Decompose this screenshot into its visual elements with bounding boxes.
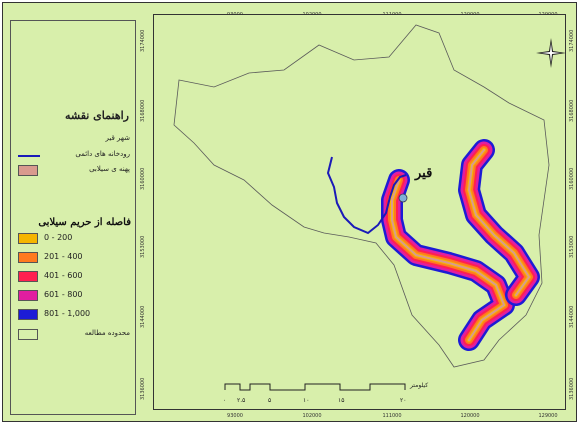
buffer-west: [381, 169, 515, 351]
map-canvas[interactable]: [153, 14, 566, 410]
legend-distance-header: فاصله از حریم سیلابی: [38, 217, 131, 228]
legend-item-river: رودخانه های دائمی: [16, 149, 134, 163]
legend-title: راهنمای نقشه: [65, 109, 129, 122]
legend-item-flood-zone: پهنه ی سیلابی: [16, 164, 134, 178]
legend-item-study-area: محدوده مطالعه: [16, 328, 134, 342]
y-tick-right: 3174000: [569, 29, 575, 52]
map-svg: [173, 24, 550, 368]
x-tick-bottom: 102000: [302, 413, 322, 419]
class-swatch: [18, 252, 38, 263]
y-tick-left: 3153000: [140, 235, 146, 258]
class-swatch: [18, 271, 38, 282]
map-legend: راهنمای نقشه شهر قیر رودخانه های دائمی پ…: [10, 20, 136, 415]
scale-bar-graphic: [224, 383, 406, 391]
y-tick-right: 3144000: [569, 305, 575, 328]
class-swatch: [18, 290, 38, 301]
city-label: قیر: [415, 166, 433, 181]
y-tick-right: 3160000: [569, 167, 575, 190]
y-tick-left: 3168000: [140, 99, 146, 122]
y-tick-left: 3174000: [140, 29, 146, 52]
y-tick-left: 3144000: [140, 305, 146, 328]
legend-class-4: 601 - 800: [16, 289, 134, 303]
scale-unit-label: کیلومتر: [410, 382, 429, 389]
y-tick-left: 3160000: [140, 167, 146, 190]
x-tick-bottom: 111000: [382, 413, 402, 419]
river: [326, 156, 407, 235]
scale-label: ۲۰: [400, 397, 407, 404]
legend-class-5: 801 - 1,000: [16, 308, 134, 322]
y-tick-right: 3153000: [569, 235, 575, 258]
buffer-east: [458, 139, 540, 306]
flood-swatch: [18, 165, 38, 176]
legend-class-3: 401 - 600: [16, 270, 134, 284]
legend-item-city: شهر قیر: [105, 134, 131, 142]
scale-label: ۰: [223, 397, 227, 404]
scale-label: ۱۰: [303, 397, 310, 404]
study-area-swatch: [18, 329, 38, 340]
study-area-boundary: [173, 24, 550, 368]
y-tick-right: 3136000: [569, 377, 575, 400]
x-tick-bottom: 93000: [227, 413, 243, 419]
x-tick-bottom: 129000: [538, 413, 558, 419]
scale-label: ۵: [268, 397, 272, 404]
legend-class-2: 201 - 400: [16, 251, 134, 265]
y-tick-right: 3168000: [569, 99, 575, 122]
scale-bar: ۰ ۲.۵ ۵ ۱۰ ۱۵ ۲۰: [220, 380, 420, 410]
north-arrow-icon: [536, 38, 566, 68]
river-line-icon: [18, 155, 40, 157]
x-tick-bottom: 120000: [460, 413, 480, 419]
class-swatch: [18, 309, 38, 320]
city-marker: [398, 193, 408, 203]
scale-label: ۱۵: [338, 397, 345, 404]
legend-class-1: 0 - 200: [16, 232, 134, 246]
class-swatch: [18, 233, 38, 244]
scale-label: ۲.۵: [237, 397, 246, 404]
y-tick-left: 3136000: [140, 377, 146, 400]
